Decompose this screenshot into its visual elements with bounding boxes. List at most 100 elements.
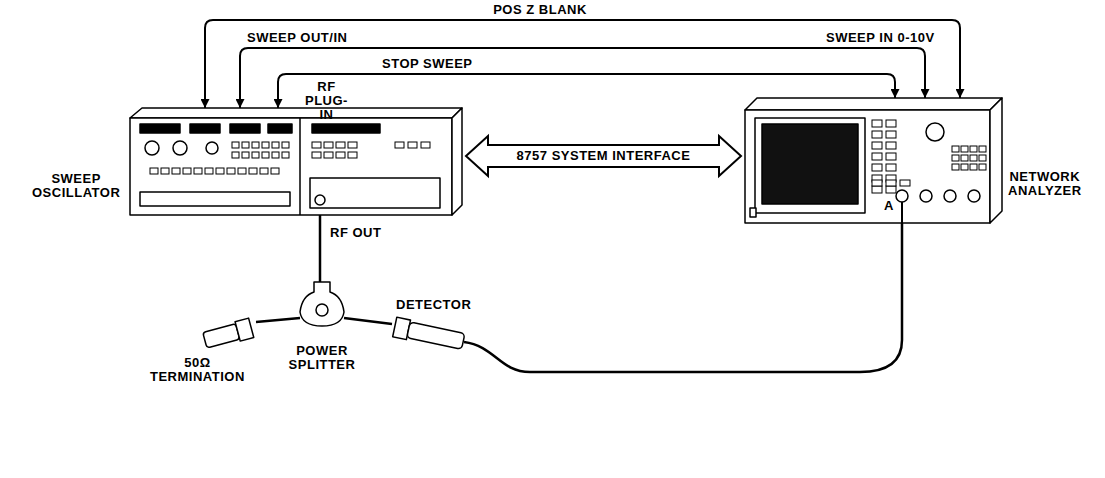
button bbox=[886, 164, 896, 171]
button bbox=[205, 168, 213, 174]
knob bbox=[145, 141, 159, 155]
button bbox=[970, 146, 977, 152]
instrument-label: DETECTOR bbox=[396, 298, 471, 312]
button bbox=[979, 155, 986, 161]
button bbox=[408, 142, 417, 148]
panel-strip bbox=[140, 192, 290, 206]
button bbox=[970, 164, 977, 170]
knob bbox=[173, 141, 187, 155]
screen bbox=[762, 124, 858, 204]
splitter-body bbox=[300, 282, 344, 326]
button bbox=[872, 142, 882, 149]
button bbox=[216, 168, 224, 174]
port-a bbox=[896, 190, 908, 202]
button bbox=[324, 152, 333, 158]
button bbox=[886, 131, 896, 138]
cable bbox=[256, 318, 300, 322]
rf-out-port bbox=[315, 195, 325, 205]
button bbox=[872, 131, 882, 138]
button bbox=[336, 142, 345, 148]
button bbox=[262, 142, 269, 148]
port bbox=[920, 190, 932, 202]
power-switch bbox=[750, 208, 756, 217]
button bbox=[242, 152, 249, 158]
button bbox=[150, 168, 158, 174]
button bbox=[961, 164, 968, 170]
button bbox=[886, 120, 896, 127]
cable bbox=[319, 215, 322, 282]
instrument-label: 50Ω TERMINATION bbox=[150, 356, 245, 384]
button bbox=[886, 180, 896, 186]
button bbox=[312, 142, 321, 148]
button bbox=[227, 168, 235, 174]
signal-label: POS Z BLANK bbox=[491, 3, 589, 17]
detector-probe bbox=[393, 317, 466, 351]
plug-in-divider bbox=[299, 118, 301, 215]
button bbox=[232, 152, 239, 158]
button bbox=[348, 152, 357, 158]
button bbox=[242, 142, 249, 148]
button bbox=[970, 155, 977, 161]
button bbox=[312, 152, 321, 158]
cable bbox=[344, 318, 392, 324]
cable bbox=[278, 74, 895, 108]
termination-load bbox=[202, 318, 254, 350]
display bbox=[312, 124, 380, 133]
port-label: A bbox=[884, 199, 894, 213]
button bbox=[886, 186, 896, 193]
button bbox=[979, 146, 986, 152]
plug-in-panel bbox=[310, 178, 440, 208]
button bbox=[271, 168, 279, 174]
signal-label: SWEEP IN 0-10V bbox=[826, 31, 935, 45]
knob bbox=[206, 142, 218, 154]
button bbox=[282, 142, 289, 148]
sweep-oscillator: SWEEP OSCILLATOR bbox=[130, 108, 462, 215]
oscillator-side bbox=[452, 108, 462, 215]
button bbox=[886, 153, 896, 160]
cable-stub bbox=[901, 202, 903, 223]
button bbox=[886, 142, 896, 149]
button bbox=[961, 155, 968, 161]
cable bbox=[464, 223, 902, 372]
button bbox=[324, 142, 333, 148]
oscillator-front bbox=[130, 118, 452, 215]
network-analyzer: NETWORK ANALYZER bbox=[745, 98, 1002, 223]
instrument-label: POWER SPLITTER bbox=[289, 344, 356, 372]
button bbox=[979, 164, 986, 170]
signal-label: SWEEP OUT/IN bbox=[245, 31, 349, 45]
button bbox=[249, 168, 257, 174]
button bbox=[952, 146, 959, 152]
button bbox=[421, 142, 430, 148]
button bbox=[194, 168, 202, 174]
button bbox=[272, 152, 279, 158]
button bbox=[272, 142, 279, 148]
button bbox=[260, 168, 268, 174]
display bbox=[230, 124, 260, 133]
knob bbox=[926, 123, 944, 141]
button bbox=[952, 164, 959, 170]
button bbox=[952, 155, 959, 161]
detector: DETECTOR bbox=[392, 318, 464, 350]
button bbox=[872, 153, 882, 160]
button bbox=[872, 180, 882, 186]
button bbox=[872, 120, 882, 127]
splitter-center bbox=[316, 304, 328, 316]
button bbox=[961, 146, 968, 152]
signal-label: STOP SWEEP bbox=[380, 57, 475, 71]
button bbox=[252, 142, 259, 148]
button bbox=[252, 152, 259, 158]
analyzer-side bbox=[990, 98, 1002, 223]
system-interface-arrow bbox=[466, 136, 741, 176]
screen-frame bbox=[755, 118, 865, 213]
button bbox=[872, 186, 882, 193]
power-splitter: POWER SPLITTER bbox=[300, 282, 344, 326]
button bbox=[172, 168, 180, 174]
port bbox=[968, 190, 980, 202]
button bbox=[262, 152, 269, 158]
button bbox=[348, 142, 357, 148]
button bbox=[395, 142, 404, 148]
port bbox=[944, 190, 956, 202]
button bbox=[161, 168, 169, 174]
